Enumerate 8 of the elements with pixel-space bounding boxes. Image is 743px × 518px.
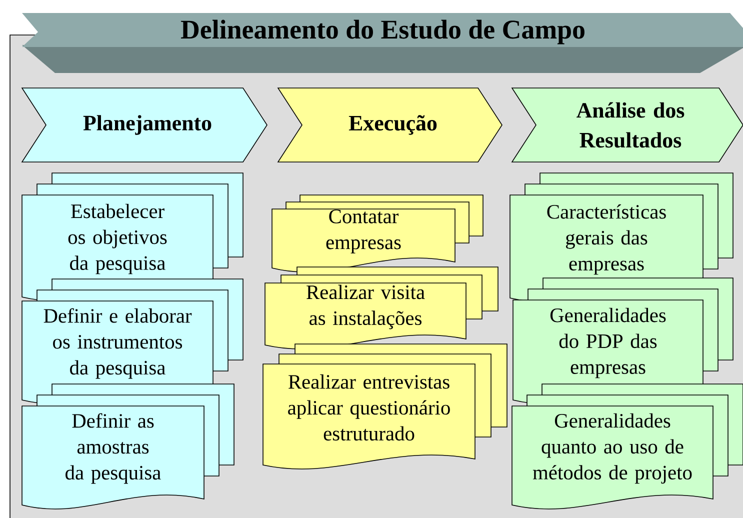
title-banner: Delineamento do Estudo de Campo xyxy=(22,13,743,73)
document-stack: Contatar empresas xyxy=(272,194,484,272)
document-stack: Realizar visita as instalações xyxy=(264,266,498,350)
document-stack: Generalidades quanto ao uso de métodos de projeto xyxy=(512,384,743,510)
phase-header: Análise dos Resultados xyxy=(511,88,743,162)
document-stack: Definir as amostras da pesquisa xyxy=(22,384,234,510)
document-stack: Realizar entrevistas aplicar questionário estruturado xyxy=(262,344,508,470)
phase-header: Planejamento xyxy=(21,88,268,162)
